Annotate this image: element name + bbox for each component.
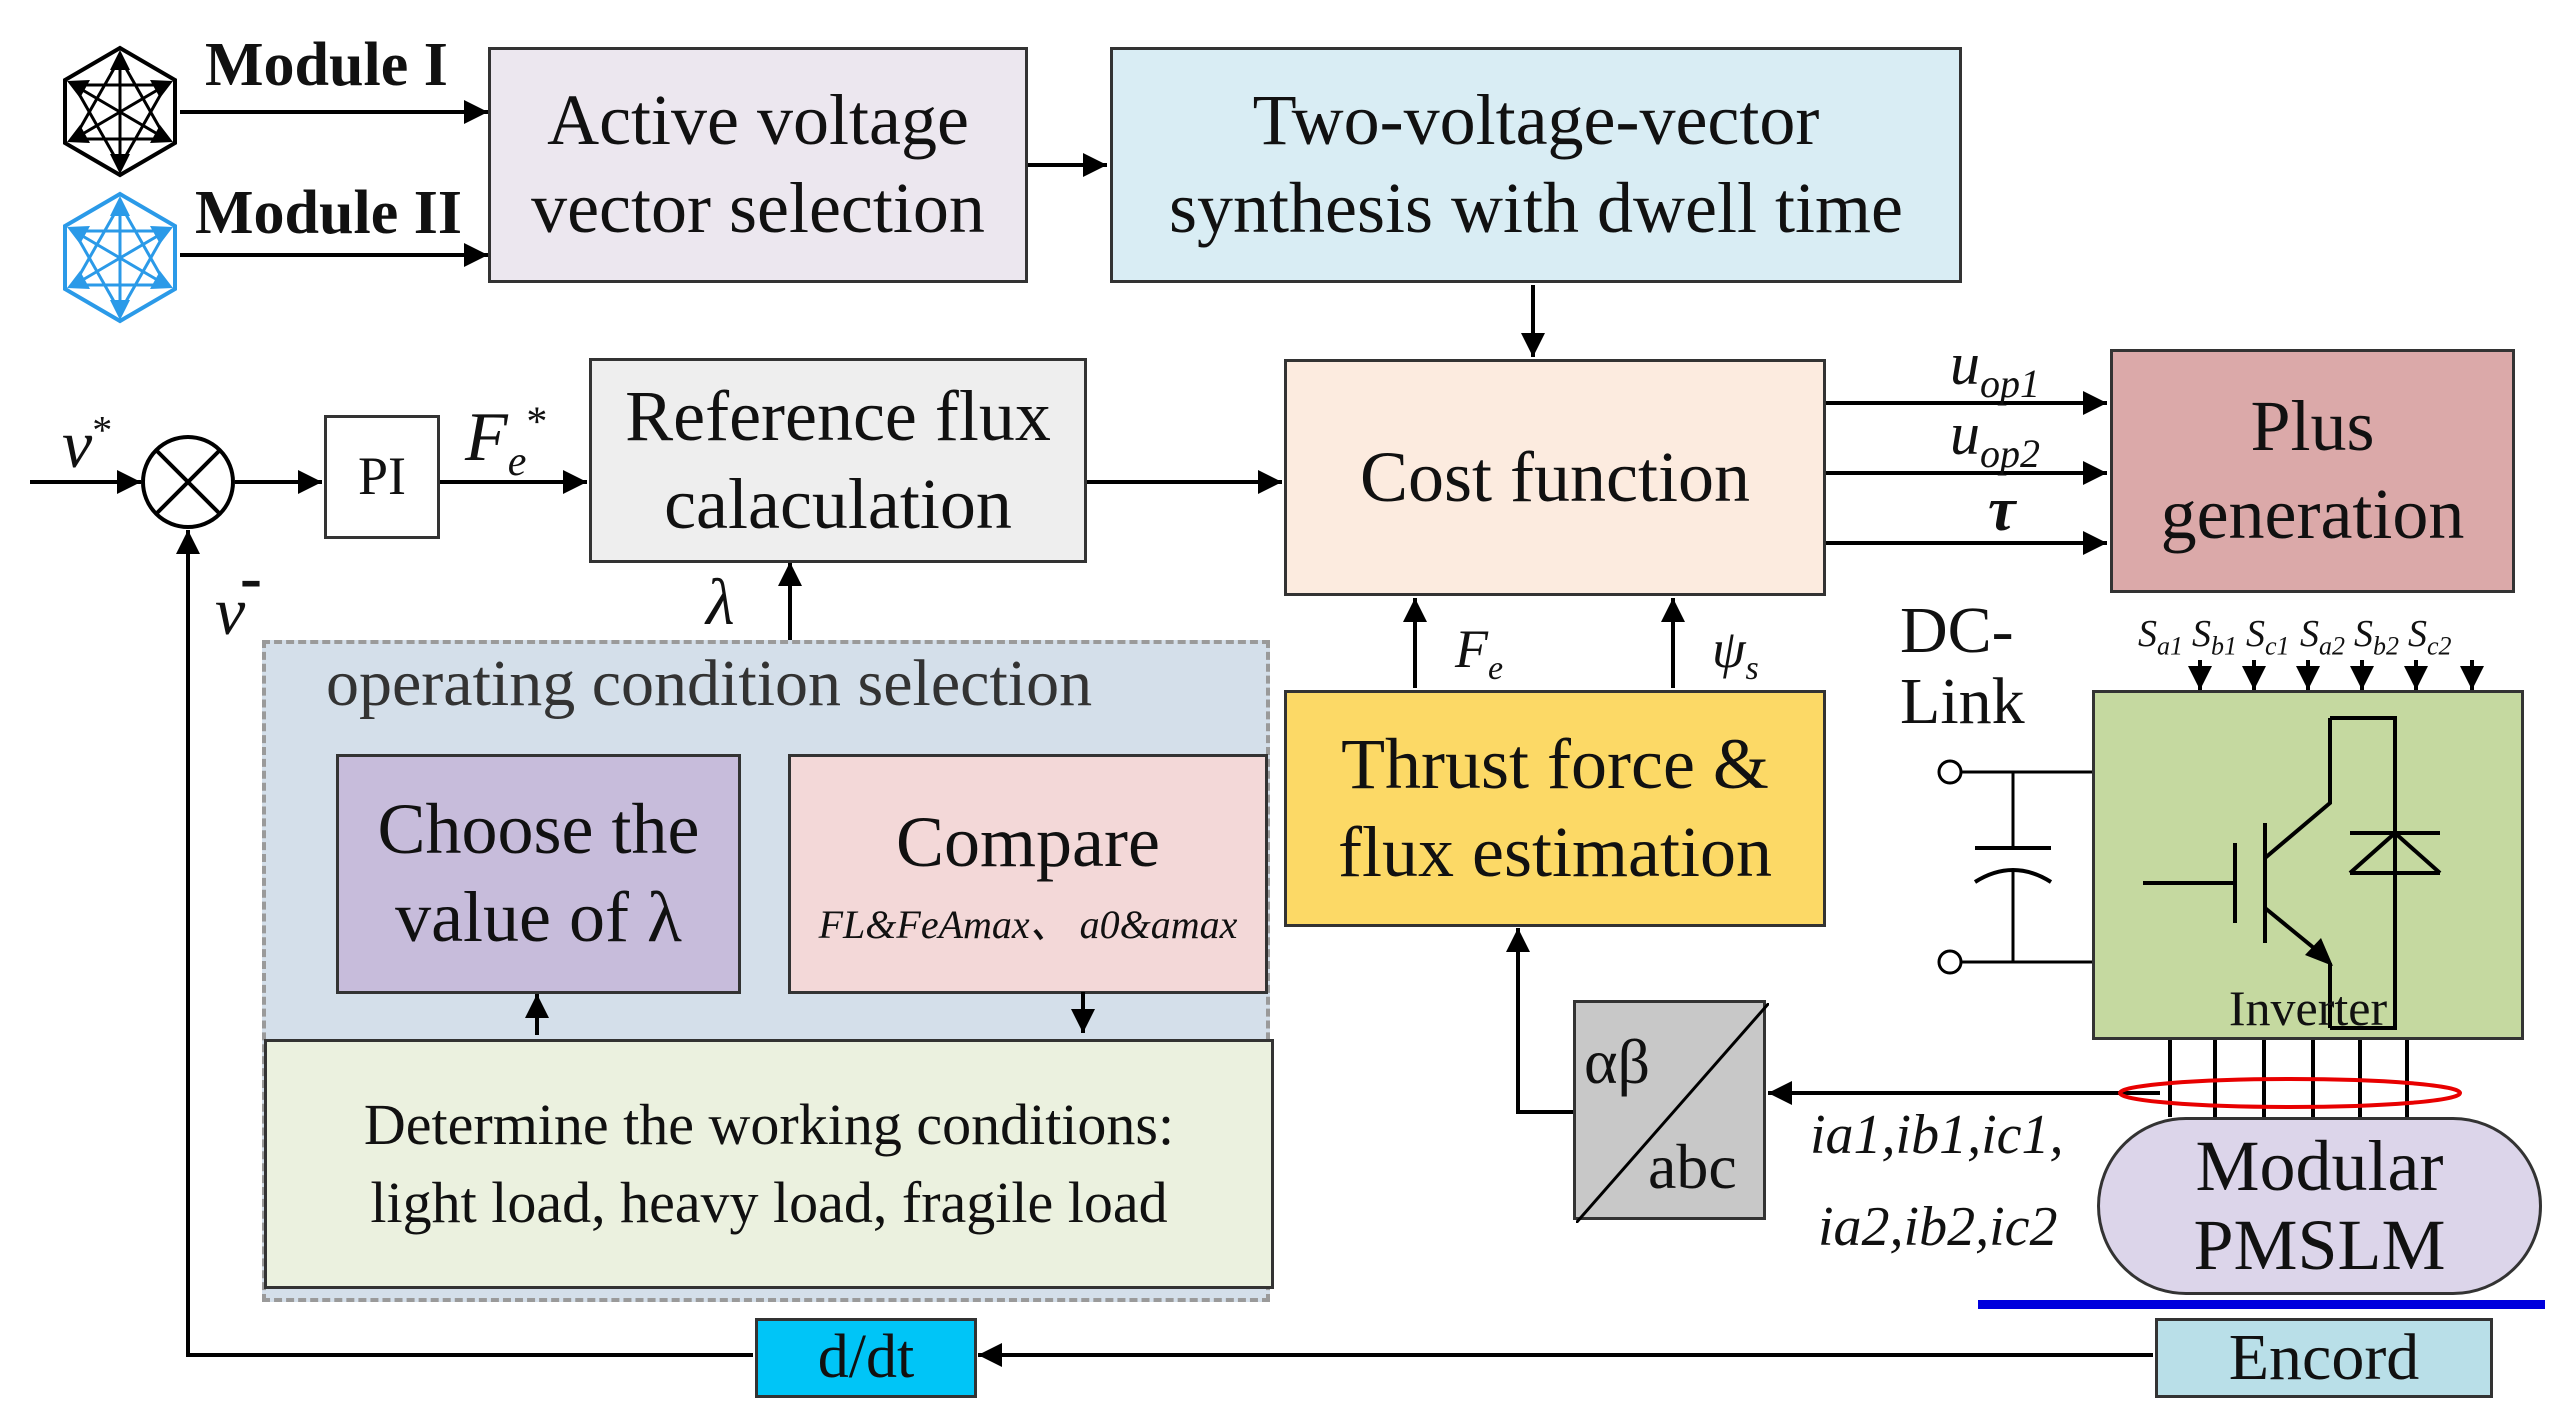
modular-pmslm-block: Modular PMSLM <box>2097 1117 2542 1295</box>
abc-label: abc <box>1648 1131 1737 1202</box>
dc-link-capacitor <box>1937 759 2092 975</box>
choose-lambda-block: Choose the value of λ <box>336 754 741 994</box>
switch-sc1: Sc1 <box>2246 613 2290 661</box>
choose-lambda-line-1: Choose the <box>377 789 700 870</box>
pmslm-line-2: PMSLM <box>2193 1205 2446 1285</box>
two-vector-line-1: Two-voltage-vector <box>1252 80 1820 161</box>
module-2-label: Module II <box>195 179 462 247</box>
u-op1-label: uop1 <box>1950 331 2040 406</box>
inverter-label: Inverter <box>2228 980 2388 1036</box>
switch-sb2: Sb2 <box>2354 613 2399 661</box>
reference-flux-line-1: Reference flux <box>625 375 1051 456</box>
dc-link-label: DC- Link <box>1900 594 2025 739</box>
v-feedback-sign: - <box>240 541 262 614</box>
two-vector-synthesis-block: Two-voltage-vector synthesis with dwell … <box>1110 47 1962 283</box>
cost-function-block: Cost function <box>1284 359 1826 596</box>
module-1-icon <box>63 45 177 178</box>
determine-conditions-block: Determine the working conditions: light … <box>264 1039 1274 1289</box>
encoder-block: Encord <box>2155 1318 2493 1398</box>
compare-condition: FL&FeAmax、 a0&amax <box>818 901 1238 947</box>
switch-signals: Sa1 Sb1 Sc1 Sa2 Sb2 Sc2 <box>2138 612 2462 662</box>
v-ref-label: v* <box>62 406 113 482</box>
phase-currents-line-2: ia2,ib2,ic2 <box>1818 1196 2058 1258</box>
two-vector-line-2: synthesis with dwell time <box>1169 168 1903 248</box>
encoder-label: Encord <box>2228 1320 2420 1394</box>
tau-label: τ <box>1988 476 2016 544</box>
switch-sa2: Sa2 <box>2300 613 2345 661</box>
psi-estimate-label: ψs <box>1712 619 1759 687</box>
thrust-estimation-line-1: Thrust force & <box>1341 723 1769 804</box>
alpha-beta-label: αβ <box>1584 1026 1651 1097</box>
fe-ref-label: Fe* <box>465 399 548 485</box>
plus-generation-block: Plus generation <box>2110 349 2515 593</box>
determine-line-1: Determine the working conditions: <box>363 1091 1175 1157</box>
plus-generation-line-1: Plus <box>2250 386 2375 467</box>
pi-label: PI <box>357 446 406 507</box>
v-feedback-label: v <box>215 573 246 649</box>
thrust-estimation-block: Thrust force & flux estimation <box>1284 690 1826 927</box>
thrust-estimation-line-2: flux estimation <box>1338 811 1772 892</box>
reference-flux-block: Reference flux calaculation <box>589 358 1087 563</box>
switch-sa1: Sa1 <box>2138 613 2183 661</box>
derivative-label: d/dt <box>817 1323 915 1392</box>
linear-motor-rail <box>1978 1300 2545 1309</box>
pmslm-line-1: Modular <box>2195 1125 2444 1206</box>
module-1-label: Module I <box>205 31 448 99</box>
derivative-block: d/dt <box>755 1318 977 1398</box>
compare-title: Compare <box>896 801 1160 882</box>
switch-sc2: Sc2 <box>2408 613 2452 661</box>
summing-junction <box>141 435 235 529</box>
operating-condition-title: operating condition selection <box>326 647 1093 720</box>
feedback-arrow <box>176 530 753 1357</box>
igbt-symbol <box>2143 716 2442 1030</box>
ab-to-thrust-arrow <box>1506 928 1573 1114</box>
reference-flux-line-2: calaculation <box>664 463 1012 544</box>
choose-lambda-line-2: value of λ <box>395 877 682 957</box>
compare-block: Compare FL&FeAmax、 a0&amax <box>788 754 1268 994</box>
transform-divider <box>1576 1003 1769 1223</box>
cost-function-label: Cost function <box>1360 436 1750 517</box>
lambda-label: λ <box>706 566 735 639</box>
inverter-block: Inverter <box>2092 690 2524 1040</box>
u-op2-label: uop2 <box>1950 401 2040 476</box>
active-voltage-line-2: vector selection <box>531 168 985 248</box>
pi-controller-block: PI <box>324 415 440 539</box>
module-2-icon <box>63 191 177 324</box>
current-sensor-ellipse <box>2118 1077 2462 1109</box>
alpha-beta-transform-block: αβ abc <box>1573 1000 1769 1223</box>
active-voltage-selection-block: Active voltage vector selection <box>488 47 1028 283</box>
operating-condition-region: operating condition selection Choose the… <box>262 640 1274 1302</box>
fe-estimate-label: Fe <box>1455 619 1504 687</box>
plus-generation-line-2: generation <box>2160 474 2465 554</box>
switch-sb1: Sb1 <box>2192 613 2237 661</box>
active-voltage-line-1: Active voltage <box>547 80 969 161</box>
determine-line-2: light load, heavy load, fragile load <box>370 1170 1168 1235</box>
phase-currents-line-1: ia1,ib1,ic1, <box>1810 1104 2064 1166</box>
